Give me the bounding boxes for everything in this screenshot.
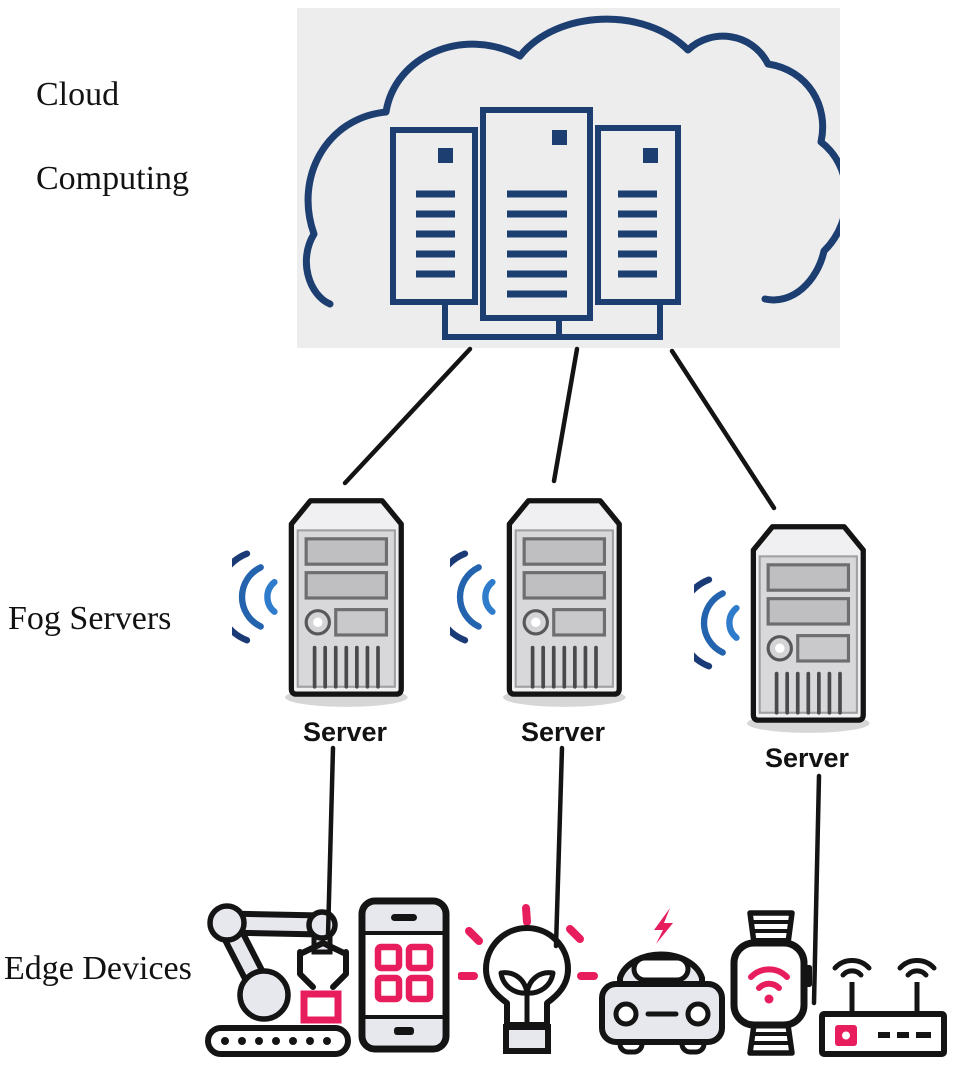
edge-label: Edge Devices: [4, 950, 192, 987]
server-rack-icon: [480, 107, 593, 321]
robotic-arm-icon: [205, 903, 351, 1057]
tower-server-wifi-icon: [694, 512, 874, 736]
home-button: [394, 1027, 414, 1035]
fog-server-1: Server: [232, 486, 412, 748]
link-cloud-fog2: [551, 346, 580, 484]
rack-bus-line: [442, 302, 663, 340]
tower-server-wifi-icon: [232, 486, 412, 710]
light-rays: [458, 904, 598, 980]
link-cloud-fog1: [342, 346, 473, 486]
cloud-datacenter-icon: [302, 15, 840, 340]
cloud-label-line1: Cloud: [36, 76, 120, 113]
server-label: Server: [764, 743, 850, 773]
leaf-left: [498, 970, 530, 996]
server-label: Server: [302, 717, 388, 747]
wifi-router-icon: [819, 958, 947, 1057]
server-rack-icon: [595, 125, 681, 305]
cloud-computing-panel: [297, 8, 840, 348]
cloud-outline: [302, 15, 840, 308]
wifi-signal-icon: [748, 966, 790, 1004]
gripper-claw: [297, 940, 349, 990]
server-rack-icon: [390, 127, 478, 305]
smart-lightbulb-icon: [458, 904, 598, 1054]
fog-server-3: Server: [694, 512, 874, 774]
server-label: Server: [520, 717, 606, 747]
smartwatch-icon: [730, 910, 812, 1056]
leaf-right: [524, 970, 556, 996]
smartphone-icon: [358, 897, 450, 1053]
link-cloud-fog3: [669, 348, 777, 511]
headlight-left: [613, 1001, 639, 1027]
tower-server-wifi-icon: [450, 486, 630, 710]
package-box: [300, 990, 342, 1024]
charge-bolt: [654, 908, 673, 944]
fog-server-2: Server: [450, 486, 630, 748]
cloud-label-line2: Computing: [36, 160, 190, 197]
speaker-bar: [391, 914, 417, 921]
connected-car-icon: [599, 908, 725, 1055]
antenna-signals: [832, 958, 937, 978]
fog-label: Fog Servers: [8, 600, 172, 637]
headlight-right: [685, 1001, 711, 1027]
app-grid: [374, 943, 434, 1003]
